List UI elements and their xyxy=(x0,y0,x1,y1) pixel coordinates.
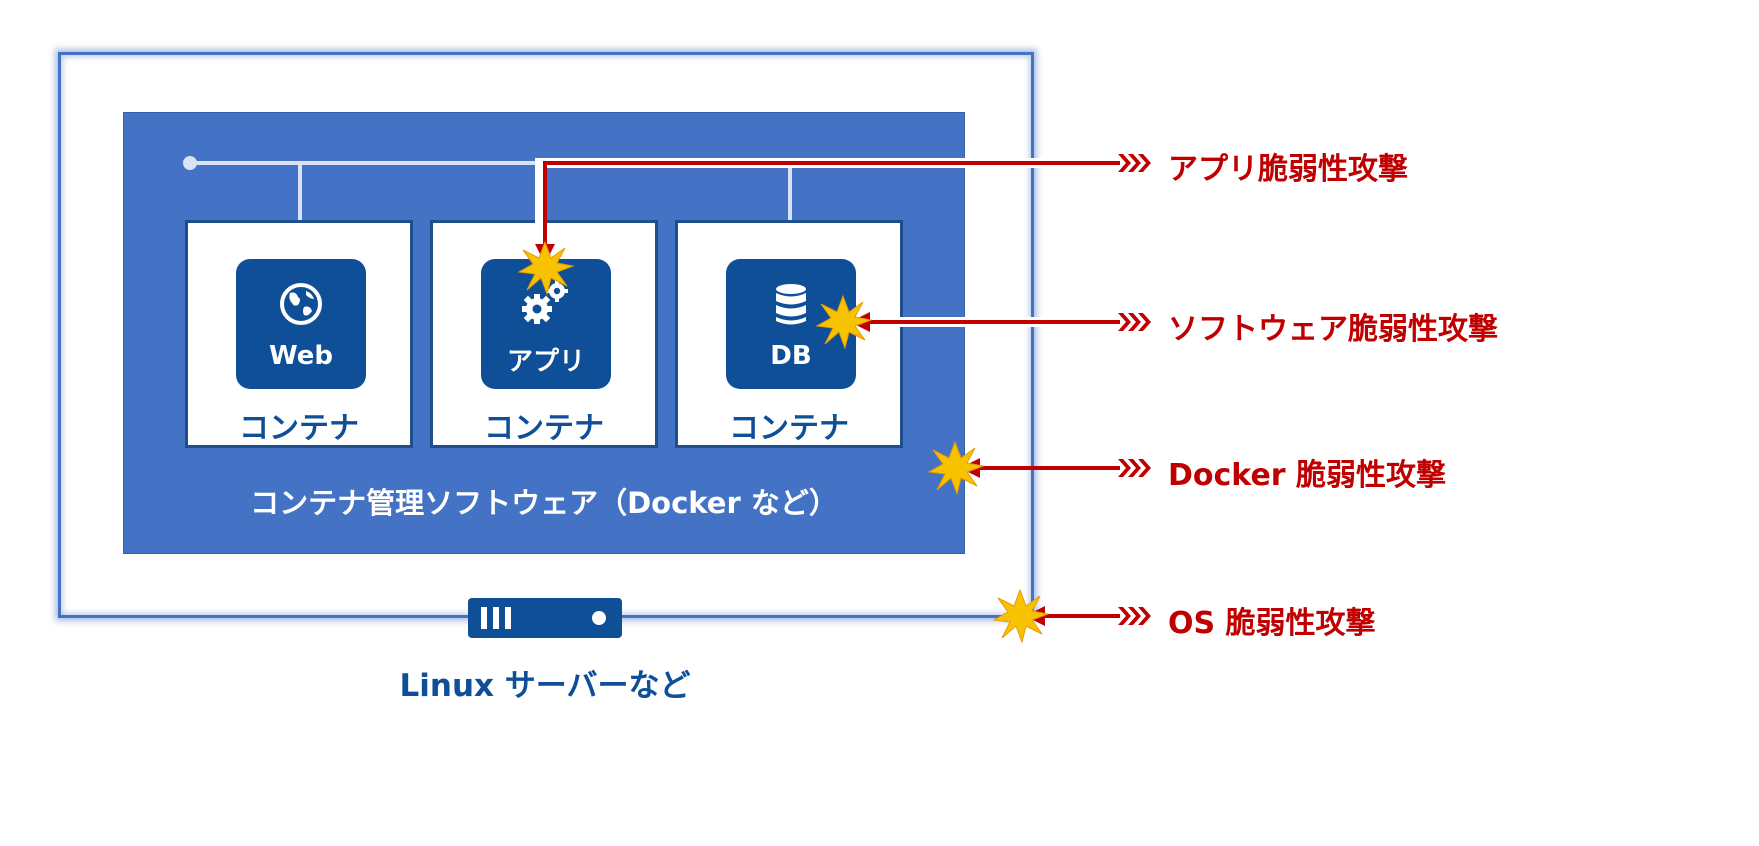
docker-attack-arrow xyxy=(960,458,1151,478)
gears-icon xyxy=(522,280,568,324)
web-tile-label: Web xyxy=(269,341,333,371)
globe-icon xyxy=(280,283,322,325)
db-container: DB コンテナ xyxy=(675,220,903,448)
docker-attack-burst xyxy=(928,441,984,495)
web-tile: Web xyxy=(236,259,366,389)
software-attack-label: ソフトウェア脆弱性攻撃 xyxy=(1168,312,1498,347)
software-attack-arrow xyxy=(850,312,1151,332)
software-attack-burst xyxy=(816,295,872,349)
docker-attack-label: Docker 脆弱性攻撃 xyxy=(1168,458,1447,493)
server-label: Linux サーバーなど xyxy=(399,668,691,704)
app-container-label: コンテナ xyxy=(484,411,604,446)
web-container-label: コンテナ xyxy=(239,411,359,446)
db-tile-label: DB xyxy=(770,341,812,371)
os-attack-label: OS 脆弱性攻撃 xyxy=(1168,606,1376,641)
docker-label: コンテナ管理ソフトウェア（Docker など） xyxy=(250,486,838,520)
app-tile-label: アプリ xyxy=(506,347,585,377)
app-attack-label: アプリ脆弱性攻撃 xyxy=(1168,152,1408,187)
app-attack-burst xyxy=(518,241,574,295)
server-icon xyxy=(468,598,622,638)
os-attack-burst xyxy=(993,589,1049,643)
database-icon xyxy=(776,284,806,325)
app-attack-arrow xyxy=(535,154,1151,264)
db-container-label: コンテナ xyxy=(729,411,849,446)
web-container: Web コンテナ xyxy=(185,220,413,448)
